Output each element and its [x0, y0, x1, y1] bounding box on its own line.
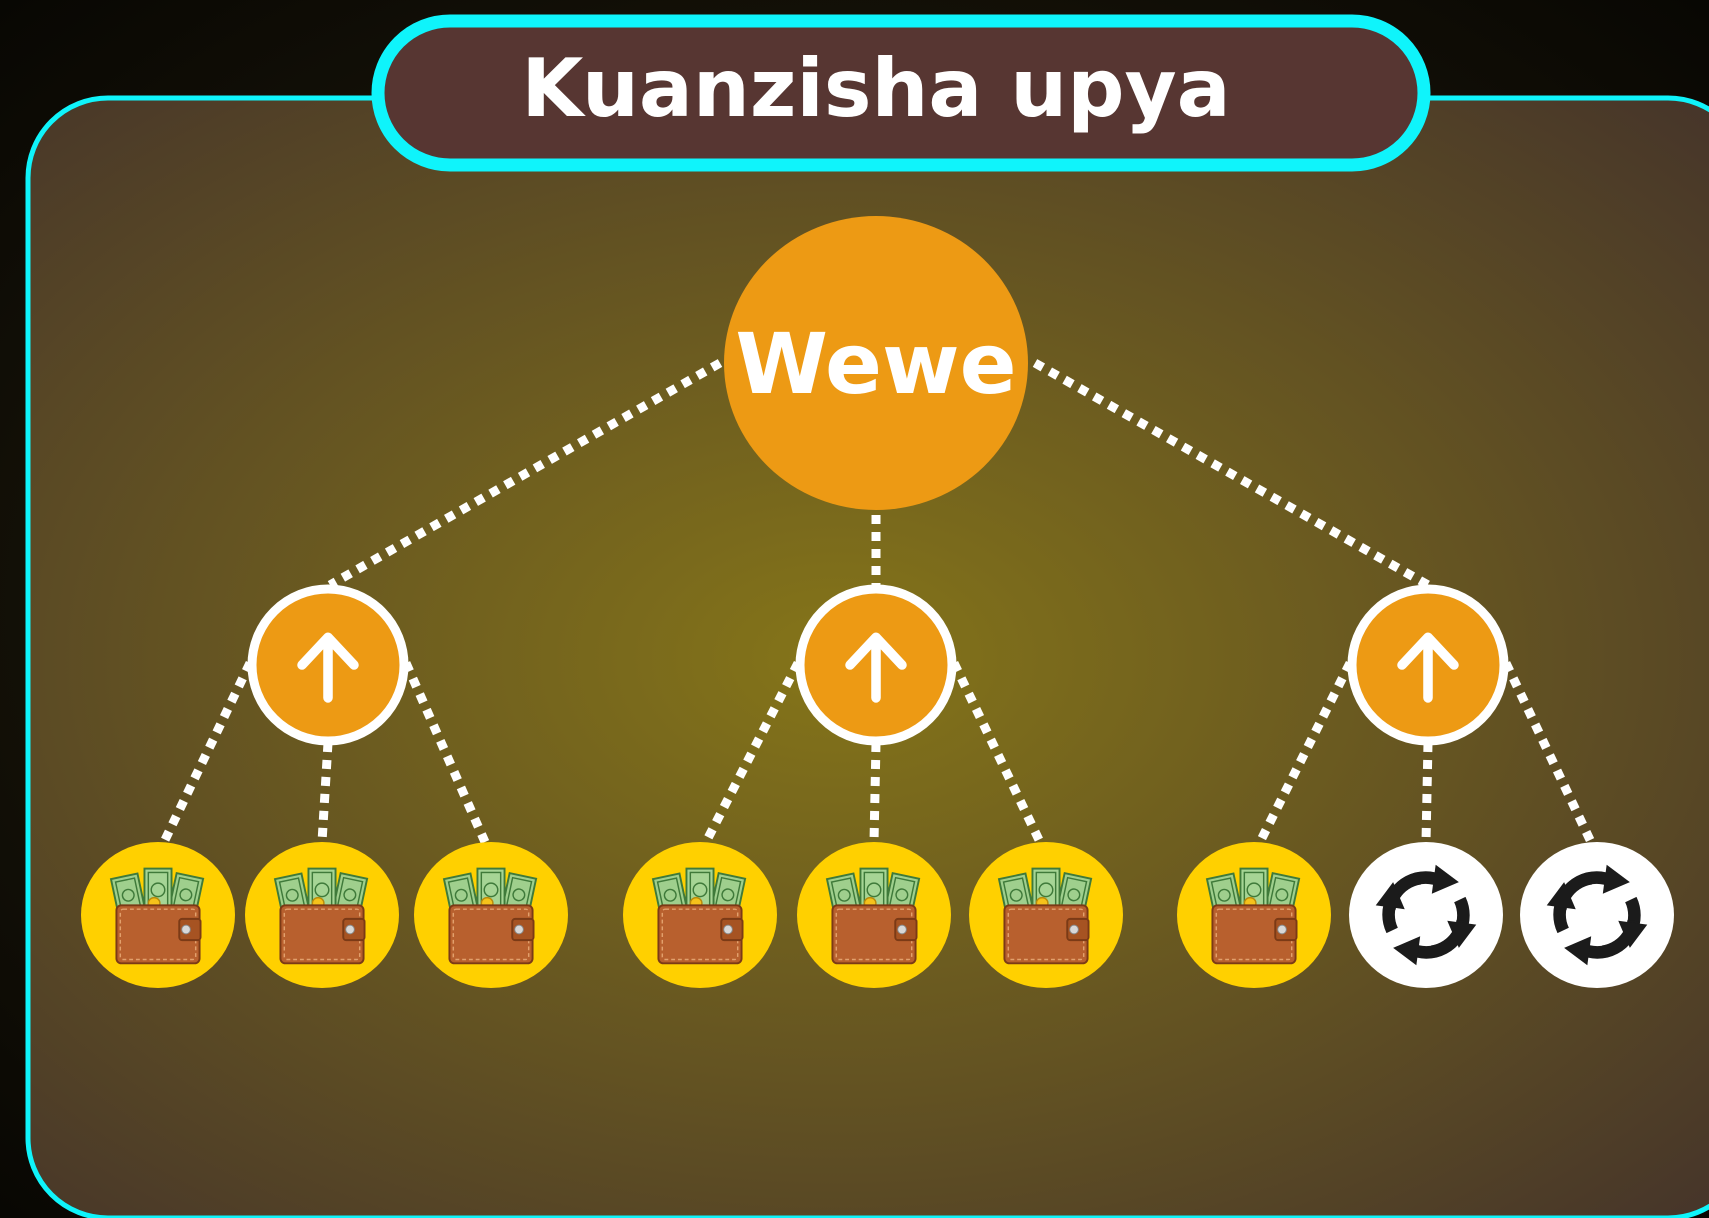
wallet-money-icon [1206, 867, 1301, 965]
connector-root-to-branch-1 [327, 359, 723, 589]
leaf-node-1-3 [414, 842, 568, 988]
leaf-node-2-3 [969, 842, 1123, 988]
root-node: Wewe [724, 216, 1028, 510]
wallet-money-icon [826, 867, 921, 965]
tree-nodes: Wewe [81, 216, 1674, 988]
root-node-label: Wewe [735, 315, 1016, 413]
leaf-node-3-1 [1177, 842, 1331, 988]
branch-node-1 [247, 584, 409, 746]
wallet-money-icon [443, 867, 538, 965]
branch-node-3 [1347, 584, 1509, 746]
leaf-node-2-1 [623, 842, 777, 988]
wallet-money-icon [110, 867, 205, 965]
connector-lines [159, 359, 1596, 845]
branch-node-2 [795, 584, 957, 746]
leaf-node-3-3 [1520, 842, 1674, 988]
leaf-node-circle [1349, 842, 1503, 988]
wallet-money-icon [998, 867, 1093, 965]
connector-root-to-branch-3 [1032, 359, 1431, 589]
title-box-background [371, 14, 1431, 172]
leaf-node-1-1 [81, 842, 235, 988]
diagram-title: Kuanzisha upya [521, 42, 1230, 135]
wallet-money-icon [274, 867, 369, 965]
leaf-node-2-2 [797, 842, 951, 988]
wallet-money-icon [652, 867, 747, 965]
root-node-circle [724, 216, 1028, 510]
leaf-node-3-2 [1349, 842, 1503, 988]
title-box: Kuanzisha upya [371, 14, 1431, 172]
leaf-node-1-2 [245, 842, 399, 988]
leaf-node-circle [1520, 842, 1674, 988]
